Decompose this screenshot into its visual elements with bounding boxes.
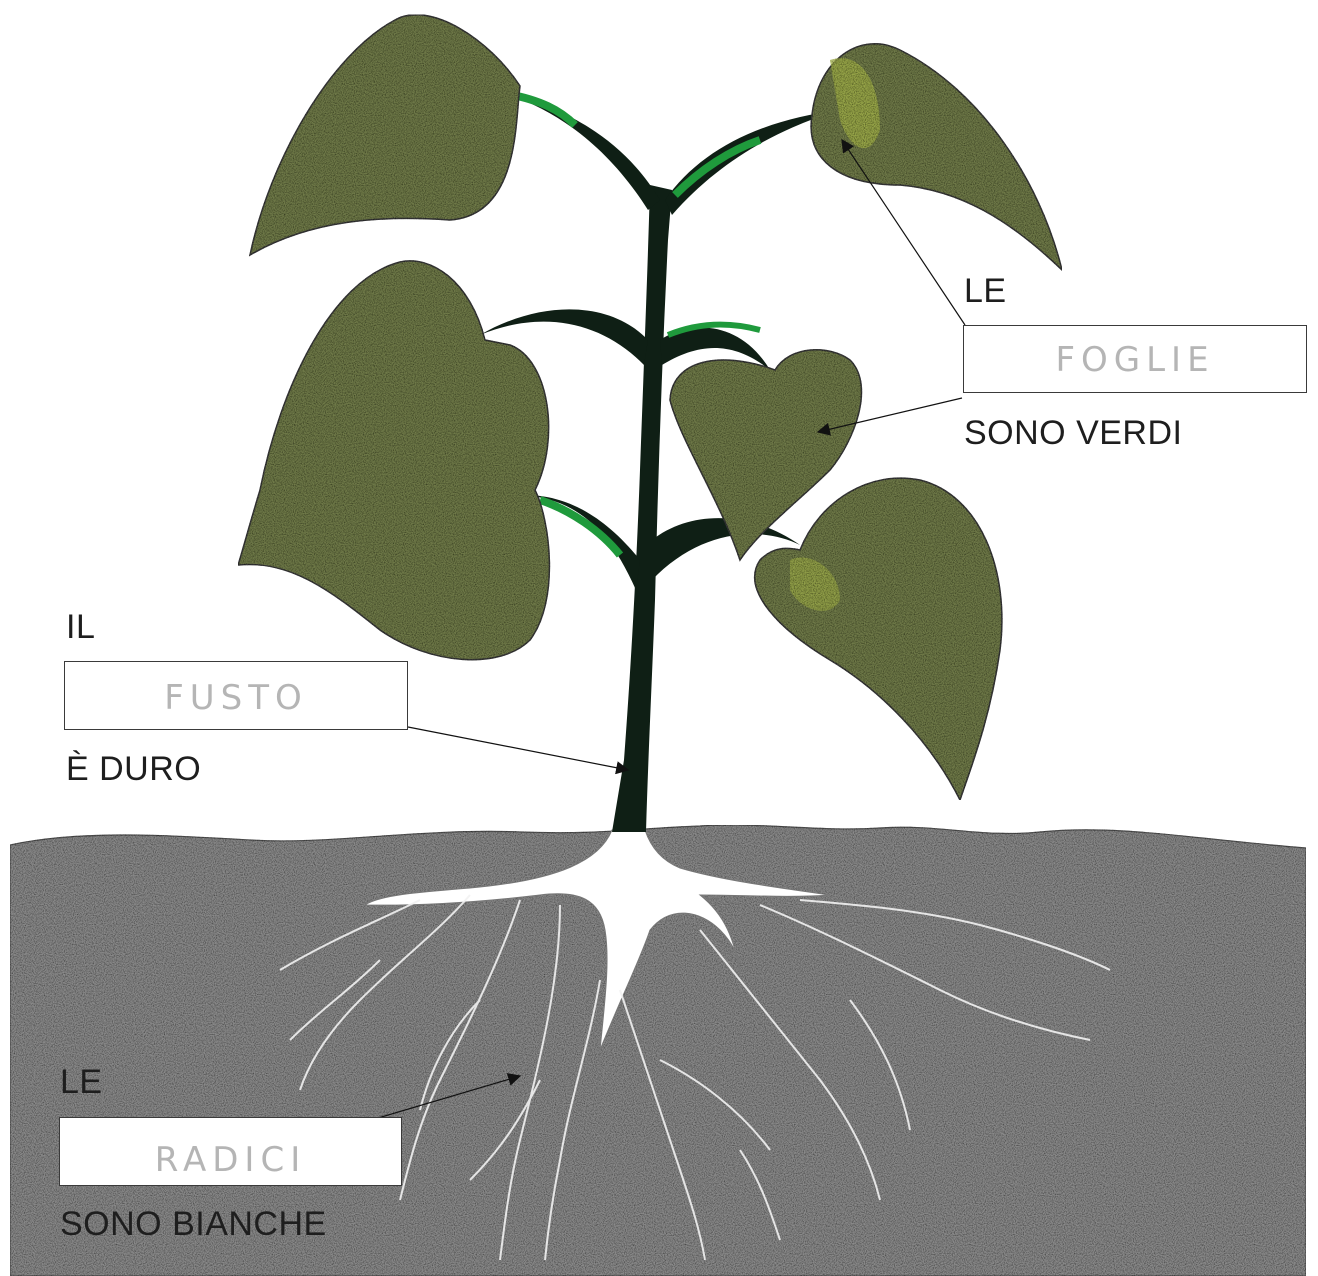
leaves-article: LE	[964, 272, 1007, 311]
leaf-top-left	[250, 15, 520, 255]
leaves-predicate: SONO VERDI	[964, 414, 1182, 453]
roots-article: LE	[60, 1063, 103, 1102]
leaves-answer-box[interactable]: FOGLIE	[963, 325, 1307, 393]
stem-answer: FUSTO	[65, 678, 407, 718]
leaf-middle-left	[238, 261, 549, 660]
stem-answer-box[interactable]: FUSTO	[64, 661, 408, 730]
stem-predicate: È DURO	[66, 750, 201, 789]
roots-answer-box[interactable]: RADICI	[59, 1117, 402, 1186]
roots-answer: RADICI	[60, 1140, 401, 1180]
arrow-stem	[408, 727, 628, 770]
leaf-lower-right	[755, 478, 1002, 800]
leaves-answer: FOGLIE	[964, 340, 1306, 380]
roots-predicate: SONO BIANCHE	[60, 1205, 327, 1244]
stem-article: IL	[66, 608, 95, 647]
